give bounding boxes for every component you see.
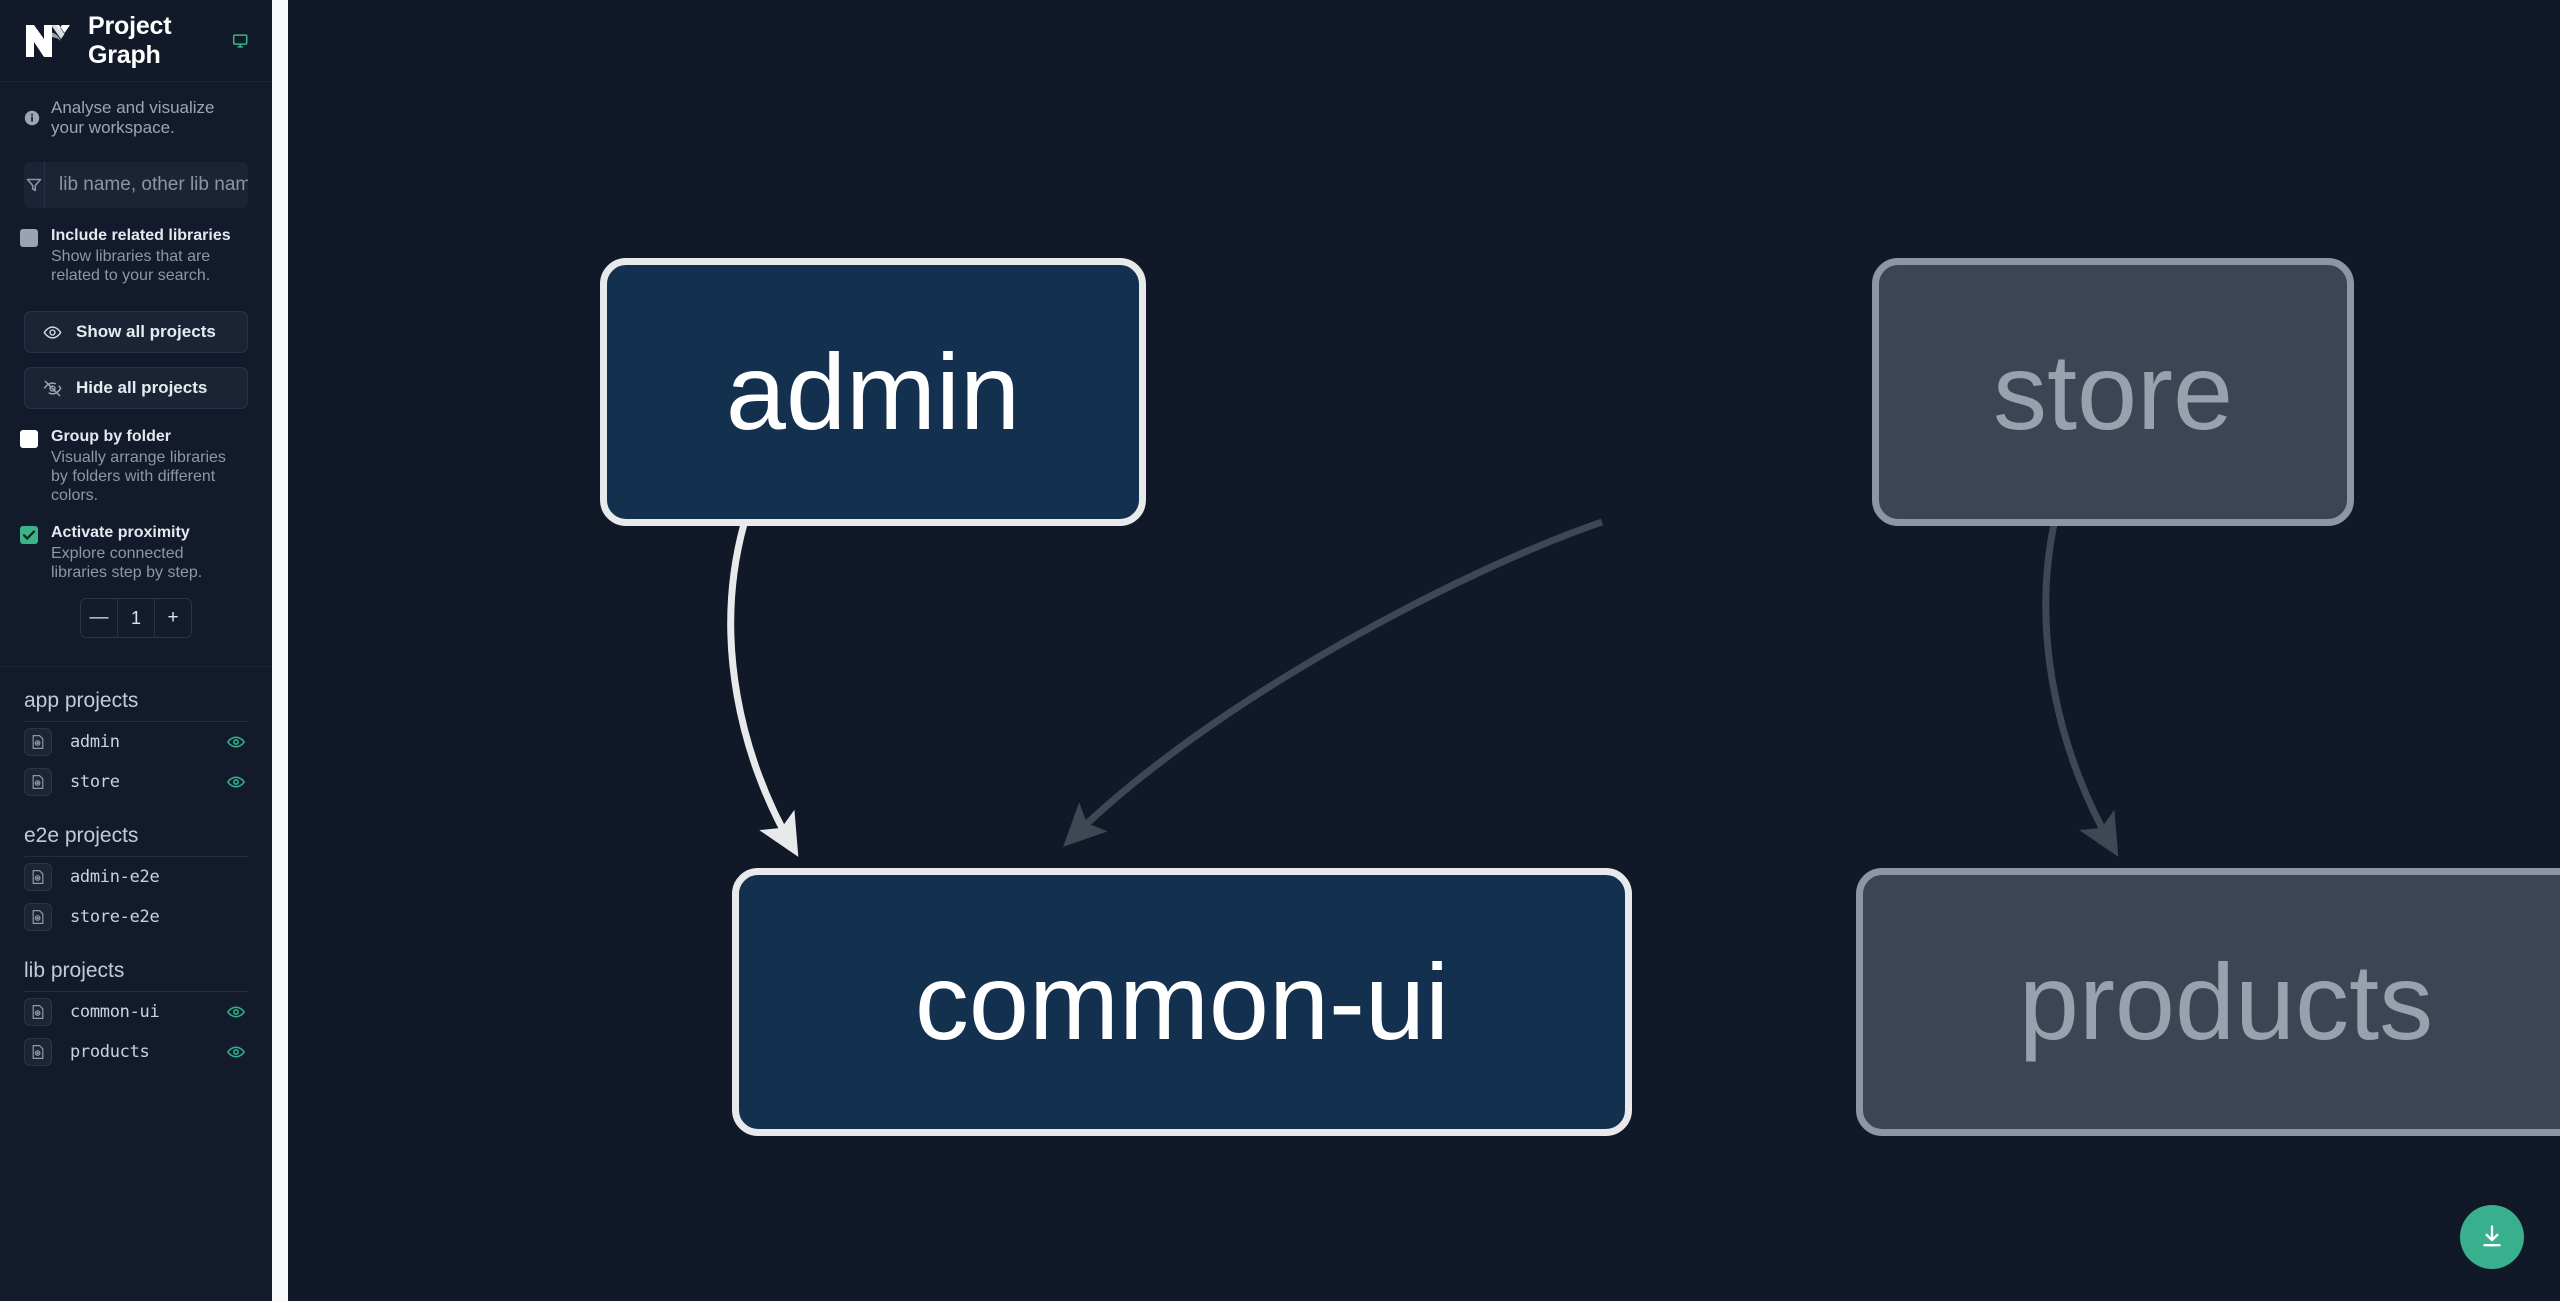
option-include-related-libraries[interactable]: Include related libraries Show libraries… — [0, 208, 272, 285]
group-title: lib projects — [24, 959, 125, 982]
eye-icon — [43, 325, 62, 339]
project-name: store-e2e — [70, 907, 160, 927]
proximity-decrement-button[interactable]: — — [89, 607, 109, 628]
project-visibility-toggle[interactable] — [226, 772, 248, 792]
project-name: admin-e2e — [70, 867, 160, 887]
option-description: Explore connected libraries step by step… — [51, 545, 203, 581]
checkbox-group-by-folder[interactable] — [20, 430, 38, 448]
sidebar-scrollbar[interactable] — [272, 0, 288, 1301]
proximity-value: 1 — [117, 599, 155, 637]
group-lib-projects: lib projects common-ui — [0, 937, 272, 1072]
nx-logo — [26, 24, 70, 57]
graph-node-label: store — [1992, 331, 2234, 452]
page-title: Project Graph — [88, 11, 172, 69]
eye-icon — [226, 776, 246, 788]
sidebar-scrollbar-thumb[interactable] — [272, 0, 288, 1301]
proximity-increment-button[interactable]: + — [167, 607, 179, 628]
project-name: products — [70, 1042, 150, 1062]
list-item[interactable]: store — [24, 762, 248, 802]
group-title: e2e projects — [24, 824, 139, 847]
option-description: Visually arrange libraries by folders wi… — [51, 449, 226, 504]
sidebar-divider — [0, 666, 272, 667]
project-file-icon — [24, 903, 52, 931]
monitor-icon[interactable] — [232, 30, 248, 52]
list-item[interactable]: products — [24, 1032, 248, 1072]
sidebar-tagline-text: Analyse and visualize your workspace. — [51, 98, 215, 137]
checkbox-include-related-libraries[interactable] — [20, 229, 38, 247]
option-description: Show libraries that are related to your … — [51, 248, 211, 284]
group-rule — [24, 991, 248, 992]
graph-node-label: common-ui — [914, 941, 1450, 1062]
eye-off-icon — [43, 380, 62, 396]
list-item[interactable]: admin — [24, 722, 248, 762]
option-group-by-folder[interactable]: Group by folder Visually arrange librari… — [0, 409, 272, 505]
option-label: Include related libraries — [51, 227, 231, 244]
group-e2e-projects: e2e projects admin-e2e s — [0, 802, 272, 937]
graph-node-label: products — [2018, 941, 2434, 1062]
search-box[interactable] — [24, 162, 248, 208]
hide-all-projects-button[interactable]: Hide all projects — [24, 367, 248, 409]
proximity-stepper[interactable]: — 1 + — [80, 598, 192, 638]
list-item[interactable]: store-e2e — [24, 897, 248, 937]
sidebar-tagline: Analyse and visualize your workspace. — [0, 82, 272, 152]
graph-node-products[interactable]: products — [1856, 868, 2560, 1136]
option-label: Group by folder — [51, 428, 171, 445]
project-file-icon — [24, 728, 52, 756]
project-name: common-ui — [70, 1002, 160, 1022]
graph-node-common-ui[interactable]: common-ui — [732, 868, 1632, 1136]
graph-edges — [727, 518, 2119, 857]
eye-icon — [226, 1006, 246, 1018]
search-input[interactable] — [45, 162, 248, 208]
graph-canvas[interactable]: admin store common-ui products — [272, 0, 2560, 1301]
group-title: app projects — [24, 689, 139, 712]
project-file-icon — [24, 863, 52, 891]
project-file-icon — [24, 998, 52, 1026]
project-file-icon — [24, 768, 52, 796]
hide-all-projects-label: Hide all projects — [76, 378, 208, 397]
list-item[interactable]: admin-e2e — [24, 857, 248, 897]
group-app-projects: app projects admin — [0, 667, 272, 802]
show-all-projects-label: Show all projects — [76, 322, 216, 341]
checkbox-activate-proximity[interactable] — [20, 526, 38, 544]
list-item[interactable]: common-ui — [24, 992, 248, 1032]
edge-store-to-products — [2042, 523, 2119, 857]
eye-icon — [226, 1046, 246, 1058]
filter-funnel-icon — [24, 162, 45, 208]
project-visibility-toggle[interactable] — [226, 732, 248, 752]
group-rule — [24, 856, 248, 857]
option-label: Activate proximity — [51, 524, 190, 541]
project-visibility-toggle[interactable] — [226, 1002, 248, 1022]
info-icon — [24, 110, 40, 126]
graph-node-label: admin — [725, 331, 1021, 452]
eye-icon — [226, 736, 246, 748]
edge-store-to-common-ui — [1063, 518, 1604, 847]
project-visibility-toggle[interactable] — [226, 1042, 248, 1062]
option-activate-proximity[interactable]: Activate proximity Explore connected lib… — [0, 505, 272, 582]
sidebar: Project Graph Analyse and visualize your… — [0, 0, 272, 1301]
project-name: admin — [70, 732, 120, 752]
download-icon — [2483, 1225, 2501, 1247]
download-graph-button[interactable] — [2460, 1205, 2524, 1269]
graph-node-store[interactable]: store — [1872, 258, 2354, 526]
show-all-projects-button[interactable]: Show all projects — [24, 311, 248, 353]
project-name: store — [70, 772, 120, 792]
project-file-icon — [24, 1038, 52, 1066]
edge-admin-to-common-ui — [727, 523, 799, 857]
graph-node-admin[interactable]: admin — [600, 258, 1146, 526]
check-icon — [22, 530, 36, 540]
sidebar-header: Project Graph — [0, 0, 272, 82]
group-rule — [24, 721, 248, 722]
